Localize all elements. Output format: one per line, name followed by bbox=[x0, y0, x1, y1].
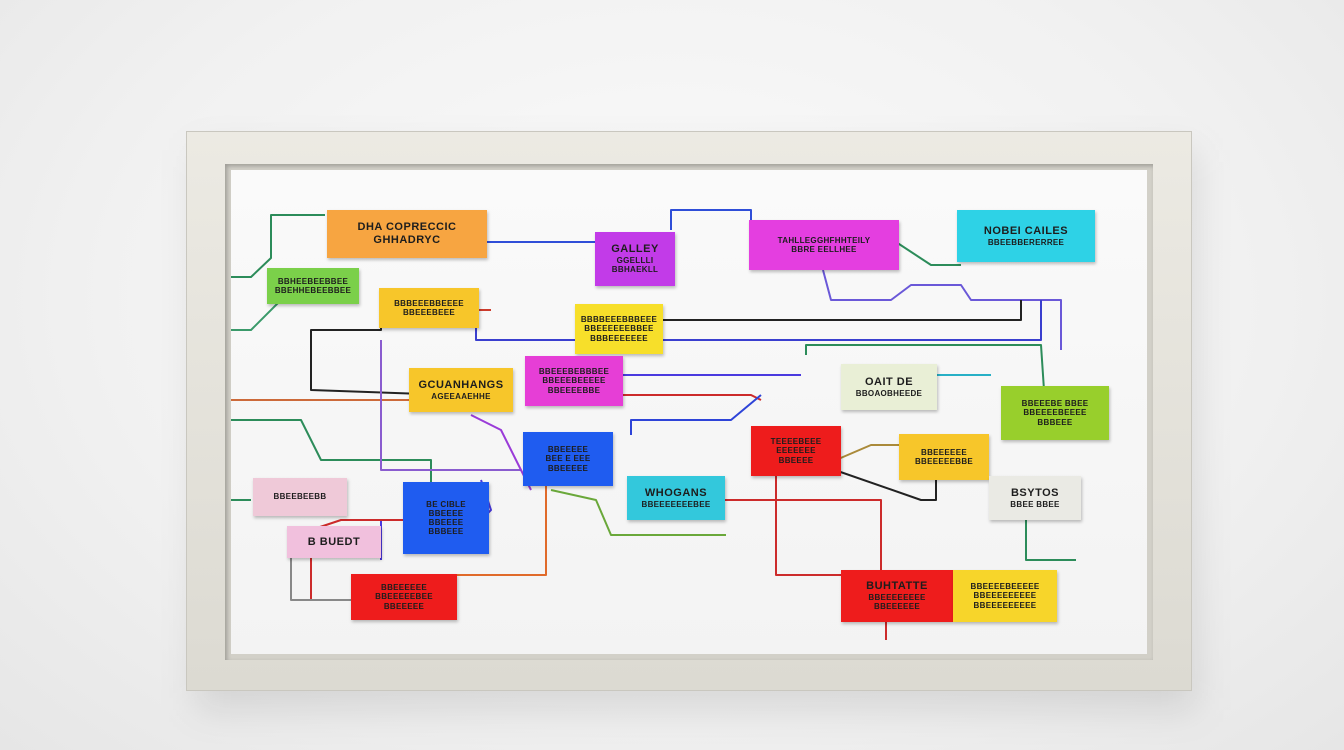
note-text: BBEEEEE bbox=[383, 601, 425, 611]
note-text: BBOAOBHEEDE bbox=[855, 388, 923, 398]
wire bbox=[835, 444, 901, 461]
note-blue-left: BE CIBLE BBEEEE BBEEEE BBBEEE bbox=[403, 482, 489, 554]
note-text: BBBEEEBBEEEE bbox=[394, 298, 464, 308]
note-text: BBEEEEEEEEE bbox=[973, 600, 1037, 610]
note-text: GCUANHANGS bbox=[418, 379, 504, 392]
wire bbox=[721, 499, 882, 575]
note-text: WHOGANS bbox=[644, 487, 708, 500]
note-yellow-bottom: BBEEEEBEEEEE BBEEEEEEEEE BBEEEEEEEEE bbox=[953, 570, 1057, 622]
wire bbox=[822, 269, 1062, 350]
note-text: GGELLLI bbox=[616, 256, 654, 266]
note-text: B BUEDT bbox=[307, 535, 361, 548]
note-text: EEEEEEE bbox=[776, 446, 816, 456]
note-text: BBEEEE bbox=[778, 455, 814, 465]
frame-mat: DHA COPRECCIC GHHADRYC GALLEY GGELLLI BB… bbox=[225, 164, 1153, 660]
note-text: BBEEEEE bbox=[547, 445, 589, 455]
flowchart-board: DHA COPRECCIC GHHADRYC GALLEY GGELLLI BB… bbox=[231, 170, 1147, 654]
wire bbox=[380, 340, 521, 471]
note-text: BBEEEEBEEEE bbox=[1023, 408, 1087, 418]
note-bsytos: BSYTOS BBEE BBEE bbox=[989, 476, 1081, 520]
note-magenta-top: TAHLLEGGHFHHTEILY BBRE EELLHEE bbox=[749, 220, 899, 270]
note-text: AGEEAAEHHE bbox=[431, 391, 491, 401]
note-pink-center: BBEEEBEBBBEE BBEEEBEEEEE BBEEEEBBE bbox=[525, 356, 623, 406]
note-yellow-left: BBBEEEBBEEEE BBEEEBEEE bbox=[379, 288, 479, 328]
note-text: BBEEEEEEBBEE bbox=[584, 324, 654, 334]
note-text: BBEEEEEE bbox=[921, 447, 967, 457]
note-green-left: BBHEEBEEBBEE BBEHHEBEEBBEE bbox=[267, 268, 359, 304]
note-text: BBEEBEEBB bbox=[273, 492, 327, 502]
wire bbox=[775, 470, 851, 576]
wire bbox=[470, 414, 532, 491]
note-text: BBEEEEEBEE bbox=[375, 592, 433, 602]
wire bbox=[550, 489, 726, 536]
note-text: BBEEEEEEEEE bbox=[973, 591, 1037, 601]
note-text: BBEEEEBEEEEE bbox=[970, 582, 1040, 592]
note-text: TAHLLEGGHFHHTEILY bbox=[777, 235, 871, 245]
note-text: BBEHHEBEEBBEE bbox=[274, 286, 352, 295]
note-text: GALLEY bbox=[611, 243, 659, 256]
note-green-right: BBEEEBE BBEE BBEEEEBEEEE BBBEEE bbox=[1001, 386, 1109, 440]
note-text: BBEEEEEBBE bbox=[914, 457, 974, 466]
wire bbox=[805, 459, 937, 501]
note-blue-center: BBEEEEE BEE E EEE BBEEEEE bbox=[523, 432, 613, 486]
note-nobel: NOBEI CAILES BBEEBBERERREE bbox=[957, 210, 1095, 262]
note-red-bottom: BBEEEEEE BBEEEEEBEE BBEEEEE bbox=[351, 574, 457, 620]
note-text: BBBEEE bbox=[1037, 417, 1073, 427]
note-text: NOBEI CAILES bbox=[983, 225, 1069, 238]
note-text: BEE E EEE bbox=[545, 454, 591, 464]
note-text: BBEEEEBBE bbox=[547, 385, 601, 395]
note-text: BBRE EELLHEE bbox=[791, 245, 857, 254]
note-text: BUHTATTE bbox=[866, 580, 928, 593]
note-gallery: GALLEY GGELLLI BBHAEKLL bbox=[595, 232, 675, 286]
note-text: BBHEEBEEBBEE bbox=[277, 276, 349, 286]
note-buhtatte: BUHTATTE BBEEEEEEEE BBEEEEEE bbox=[841, 570, 953, 622]
note-text: BBEEEBE BBEE bbox=[1021, 399, 1089, 409]
note-text: BBEEEEEE bbox=[874, 602, 920, 612]
note-text: BBEEEE bbox=[428, 508, 464, 518]
note-text: BBEEEBEEE bbox=[402, 308, 456, 317]
wire bbox=[456, 480, 547, 576]
note-text: BBBEEEEEEE bbox=[590, 333, 648, 343]
wire bbox=[231, 214, 325, 278]
wire bbox=[231, 419, 432, 485]
wire bbox=[895, 241, 961, 266]
wire bbox=[616, 394, 762, 401]
note-text: BBEE BBEE bbox=[1010, 499, 1060, 509]
wire bbox=[805, 344, 1047, 421]
note-text: OAIT DE bbox=[864, 376, 914, 389]
note-text: TEEEEBEEE bbox=[770, 437, 822, 447]
note-light-pink: B BUEDT bbox=[287, 526, 381, 558]
wire bbox=[670, 209, 752, 242]
note-text: BBEEEBEEEEE bbox=[542, 376, 606, 386]
note-pink-small: BBEEBEEBB bbox=[253, 478, 347, 516]
wire bbox=[630, 394, 762, 435]
wire bbox=[661, 300, 1022, 321]
note-text: BBEEEE bbox=[428, 518, 464, 527]
note-text: BBEEEEE bbox=[547, 463, 589, 473]
note-text: BBHAEKLL bbox=[611, 265, 659, 275]
note-text: BBBBEEEBBBEEE bbox=[580, 315, 658, 325]
note-yellow-center: BBBBEEEBBBEEE BBEEEEEEBBEE BBBEEEEEEE bbox=[575, 304, 663, 354]
wire bbox=[1025, 515, 1076, 561]
note-oait: OAIT DE BBOAOBHEEDE bbox=[841, 364, 937, 410]
note-text: BBEEBBERERREE bbox=[987, 237, 1065, 247]
note-text: BSYTOS bbox=[1010, 487, 1060, 500]
note-gcuan: GCUANHANGS AGEEAAEHHE bbox=[409, 368, 513, 412]
note-text: DHA COPRECCIC bbox=[357, 221, 457, 234]
note-text: BBEEEEEEEBEE bbox=[641, 499, 711, 509]
note-text: BBEEEEEEEE bbox=[868, 593, 926, 603]
wire bbox=[485, 241, 602, 285]
note-whogans: WHOGANS BBEEEEEEEBEE bbox=[627, 476, 725, 520]
note-diagnostic: DHA COPRECCIC GHHADRYC bbox=[327, 210, 487, 258]
note-text: GHHADRYC bbox=[373, 234, 441, 246]
picture-frame: DHA COPRECCIC GHHADRYC GALLEY GGELLLI BB… bbox=[186, 131, 1192, 691]
note-text: BBBEEE bbox=[428, 527, 464, 537]
note-yellow-right: BBEEEEEE BBEEEEEBBE bbox=[899, 434, 989, 480]
note-text: BBEEEBEBBBEE bbox=[538, 367, 610, 377]
note-text: BBEEEEEE bbox=[381, 583, 427, 593]
note-text: BE CIBLE bbox=[426, 499, 466, 509]
note-red-center: TEEEEBEEE EEEEEEE BBEEEE bbox=[751, 426, 841, 476]
